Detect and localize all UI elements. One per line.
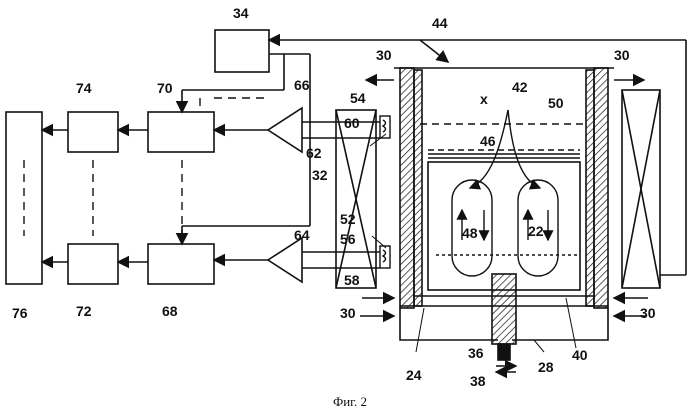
- label-68: 68: [162, 303, 178, 319]
- label-62: 62: [306, 145, 322, 161]
- label-34: 34: [233, 5, 249, 21]
- label-74: 74: [76, 80, 92, 96]
- block-72: [68, 244, 118, 284]
- label-50: 50: [548, 95, 564, 111]
- block-76: [6, 112, 42, 284]
- block-70: [148, 112, 214, 152]
- melt-22: [428, 162, 580, 290]
- label-30-bottom-right: 30: [640, 305, 656, 321]
- label-28: 28: [538, 359, 554, 375]
- label-40: 40: [572, 347, 588, 363]
- block-68: [148, 244, 214, 284]
- label-30-top-right: 30: [614, 47, 630, 63]
- jacket-wall-left: [400, 68, 414, 308]
- connector-38: [498, 344, 510, 360]
- label-24: 24: [406, 367, 422, 383]
- block-34: [215, 30, 269, 72]
- label-72: 72: [76, 303, 92, 319]
- label-70: 70: [157, 80, 173, 96]
- label-30-bottom-left: 30: [340, 305, 356, 321]
- label-22: 22: [528, 223, 544, 239]
- label-30-top-left: 30: [376, 47, 392, 63]
- label-44: 44: [432, 15, 448, 31]
- label-56: 56: [340, 231, 356, 247]
- label-32: 32: [312, 167, 328, 183]
- label-66: 66: [294, 77, 310, 93]
- amplifier-64: [268, 238, 302, 282]
- label-52: 52: [340, 211, 356, 227]
- label-46: 46: [480, 133, 496, 149]
- label-42: 42: [512, 79, 528, 95]
- label-54: 54: [350, 90, 366, 106]
- label-58: 58: [344, 272, 360, 288]
- label-64: 64: [294, 227, 310, 243]
- crucible-wall-right: [586, 70, 594, 306]
- amplifier-66: [268, 108, 302, 152]
- jacket-wall-right: [594, 68, 608, 308]
- figure-caption: Фиг. 2: [0, 394, 700, 410]
- label-x: x: [480, 91, 488, 107]
- label-48: 48: [462, 225, 478, 241]
- block-74: [68, 112, 118, 152]
- label-38: 38: [470, 373, 486, 389]
- label-76: 76: [12, 305, 28, 321]
- label-36: 36: [468, 345, 484, 361]
- crucible-wall-left: [414, 70, 422, 306]
- electrode-36: [492, 274, 516, 344]
- label-60: 60: [344, 115, 360, 131]
